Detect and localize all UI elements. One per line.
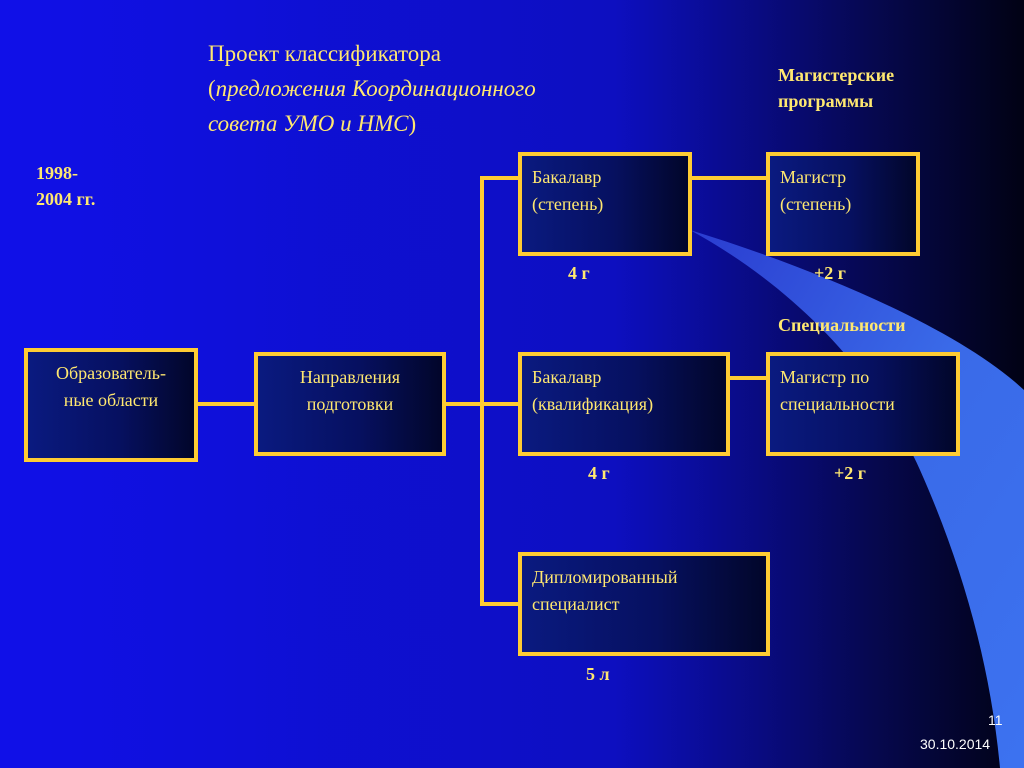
masters-programs-label: Магистерские программы bbox=[778, 65, 895, 111]
duration-bachelor-degree: 4 г bbox=[568, 263, 590, 283]
connector-bachelor-master-spec bbox=[728, 376, 768, 380]
box-master-degree: Магистр (степень) bbox=[766, 152, 920, 256]
connector-bachelor-master-degree bbox=[690, 176, 768, 180]
box-bachelor-degree: Бакалавр (степень) bbox=[518, 152, 692, 256]
box-master-specialty: Магистр по специальности bbox=[766, 352, 960, 456]
connector-trunk-diploma bbox=[480, 602, 520, 606]
box-bachelor-qualification: Бакалавр (квалификация) bbox=[518, 352, 730, 456]
box-educational-areas: Образователь- ные области bbox=[24, 348, 198, 462]
box-training-directions: Направления подготовки bbox=[254, 352, 446, 456]
years-label: 1998- 2004 гг. bbox=[36, 163, 96, 209]
title-line-3: совета УМО и НМС) bbox=[208, 111, 417, 136]
connector-areas-directions bbox=[196, 402, 256, 406]
slide-number: 11 bbox=[988, 712, 1003, 728]
title-line-2: (предложения Координационного bbox=[208, 76, 536, 101]
slide-title: Проект классификатора (предложения Коорд… bbox=[208, 36, 536, 141]
box-certified-specialist: Дипломированный специалист bbox=[518, 552, 770, 656]
title-line-1: Проект классификатора bbox=[208, 41, 441, 66]
connector-trunk-bachelor-degree bbox=[480, 176, 520, 180]
duration-certified-specialist: 5 л bbox=[586, 664, 610, 684]
duration-master-specialty: +2 г bbox=[834, 463, 866, 483]
duration-master-degree: +2 г bbox=[814, 263, 846, 283]
specialties-label: Специальности bbox=[778, 315, 906, 335]
duration-bachelor-qualification: 4 г bbox=[588, 463, 610, 483]
slide-date: 30.10.2014 bbox=[920, 736, 991, 752]
connector-trunk-vertical bbox=[480, 176, 484, 606]
